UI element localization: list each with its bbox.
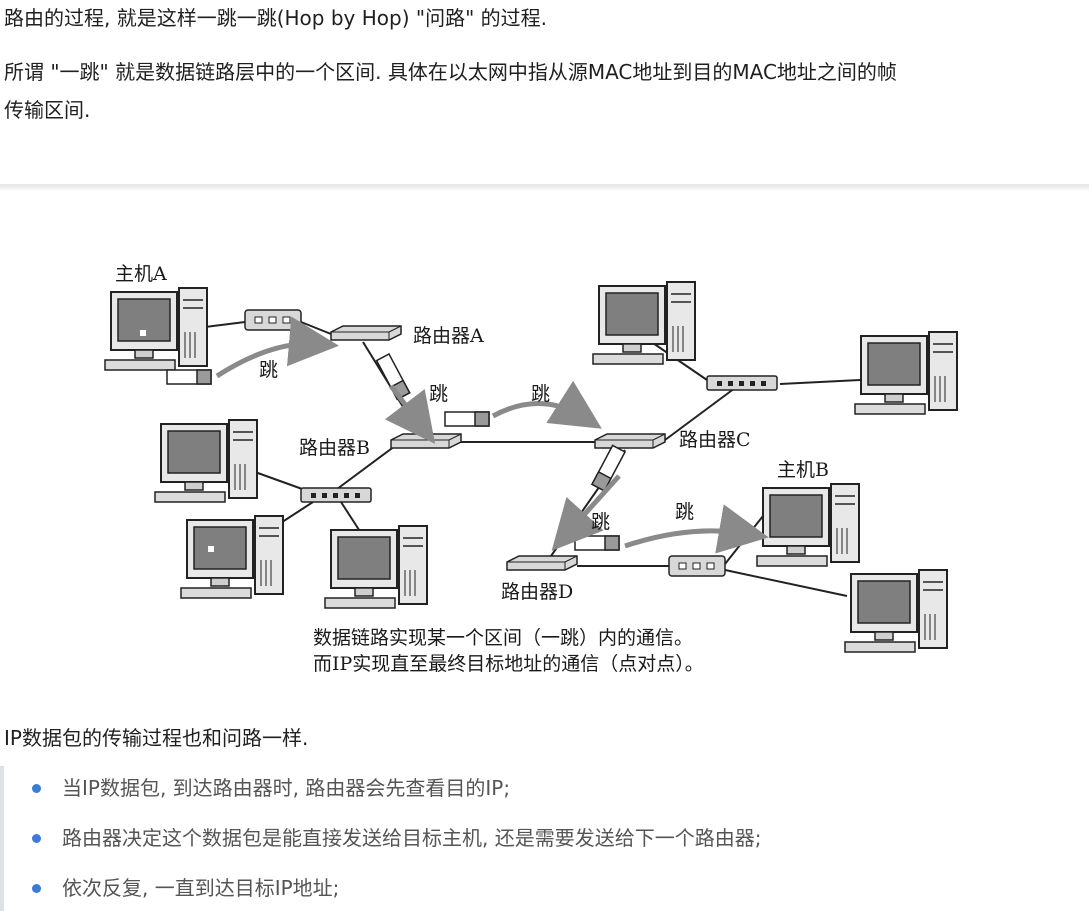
- packet-router-b-c: [444, 411, 490, 427]
- router-c-device: [594, 433, 666, 449]
- label-hop-1: 跳: [259, 359, 278, 381]
- label-hop-4: 跳: [591, 511, 610, 533]
- paragraph-hop-definition-line2: 传输区间.: [4, 98, 91, 122]
- packet-router-d: [574, 535, 620, 551]
- section-divider: [0, 184, 1089, 190]
- network-hop-diagram: 主机A 路由器A 路由器B 路由器C 主机B 路由器D 跳 跳 跳 跳 跳 数据…: [95, 240, 995, 690]
- label-host-a: 主机A: [115, 263, 167, 285]
- paragraph-ip-transfer: IP数据包的传输过程也和问路一样.: [4, 726, 309, 750]
- host-bottom-middle: [324, 525, 428, 609]
- bullet-dot: [32, 884, 41, 893]
- router-d-device: [506, 555, 578, 571]
- hop-arrow-4: [551, 474, 621, 551]
- label-hop-3: 跳: [531, 383, 550, 405]
- hop-arrow-2: [384, 384, 436, 444]
- paragraph-routing-process: 路由的过程, 就是这样一跳一跳(Hop by Hop) "问路" 的过程.: [4, 6, 547, 30]
- packet-host-a: [166, 369, 212, 385]
- label-host-b: 主机B: [777, 459, 829, 481]
- host-left-2-screen-dot: [208, 546, 214, 552]
- router-b-device: [390, 433, 462, 449]
- label-hop-2: 跳: [429, 383, 448, 405]
- label-router-c: 路由器C: [679, 429, 751, 451]
- bullet-dot: [32, 834, 41, 843]
- switch-top-left: [244, 309, 302, 331]
- hop-arrow-5: [624, 504, 769, 554]
- list-item-text: 依次反复, 一直到达目标IP地址;: [62, 876, 340, 900]
- host-b-computer: [756, 483, 860, 567]
- label-hop-5: 跳: [675, 501, 694, 523]
- router-a-device: [330, 325, 402, 341]
- bullet-dot: [32, 784, 41, 793]
- host-left-2: [180, 515, 284, 599]
- label-router-d: 路由器D: [501, 581, 573, 603]
- hub-left: [300, 487, 372, 503]
- host-a-screen-dot: [140, 330, 146, 336]
- network-links: [196, 321, 861, 597]
- list-item-text: 当IP数据包, 到达路由器时, 路由器会先查看目的IP;: [62, 776, 511, 800]
- switch-bottom-right: [668, 555, 726, 577]
- hop-arrow-3: [491, 380, 602, 429]
- figure-caption-line2: 而IP实现直至最终目标地址的通信（点对点）。: [313, 653, 704, 675]
- host-left-1: [154, 419, 258, 503]
- blockquote-steps: 当IP数据包, 到达路由器时, 路由器会先查看目的IP; 路由器决定这个数据包是…: [0, 766, 1089, 911]
- list-item-text: 路由器决定这个数据包是能直接发送给目标主机, 还是需要发送给下一个路由器;: [62, 826, 762, 850]
- host-bottom-right: [844, 569, 948, 653]
- label-router-b: 路由器B: [299, 437, 370, 459]
- host-a-computer: [104, 287, 208, 371]
- figure-caption-line1: 数据链路实现某一个区间（一跳）内的通信。: [313, 627, 693, 649]
- host-top-right-2: [854, 331, 958, 415]
- label-router-a: 路由器A: [413, 325, 484, 347]
- hub-top-right: [706, 375, 778, 391]
- hop-arrow-1: [215, 316, 339, 379]
- host-top-right-1: [592, 281, 696, 365]
- paragraph-hop-definition-line1: 所谓 "一跳" 就是数据链路层中的一个区间. 具体在以太网中指从源MAC地址到目…: [4, 60, 897, 84]
